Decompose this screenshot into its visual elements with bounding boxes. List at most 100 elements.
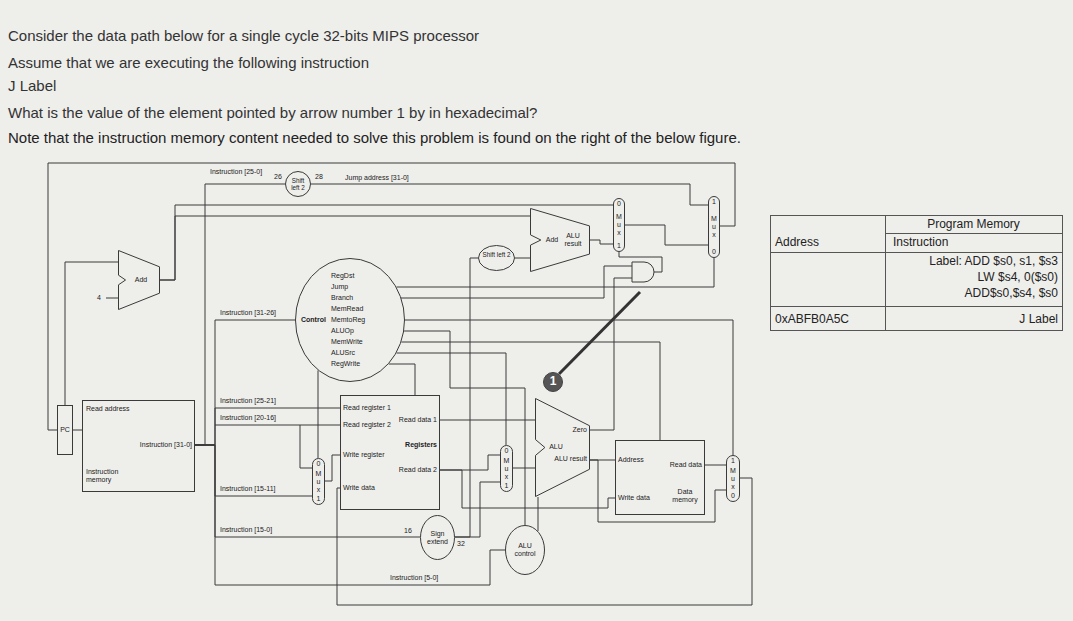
node-outline <box>286 172 311 197</box>
signal-label: 28 <box>315 173 323 181</box>
datapath-wire <box>318 370 319 458</box>
node-text: Registers <box>380 441 437 449</box>
datapath-wire <box>455 258 478 537</box>
datapath-wire <box>590 240 613 244</box>
node-text: Sign extend <box>424 530 451 546</box>
node-text: MemRead <box>331 305 375 313</box>
node-outline <box>544 373 563 392</box>
branch-wire <box>401 266 632 298</box>
node-text: 1 <box>312 495 325 503</box>
signal-label: Instruction [15-0] <box>220 526 272 534</box>
datapath-wire <box>440 470 615 508</box>
node-text: 0 <box>312 460 325 468</box>
signal-label: Jump address [31-0] <box>345 174 409 182</box>
node-outline <box>727 456 740 502</box>
multiplexer: 1M u x0 <box>726 455 740 502</box>
shift-left-circle: Shift left 2 <box>478 245 515 271</box>
signal-label: Instruction [20-16] <box>220 414 276 422</box>
datapath-wire <box>73 430 82 431</box>
node-outline <box>614 199 625 252</box>
node-text: Zero <box>565 426 587 434</box>
callout-number: 1 <box>543 372 563 392</box>
signal-label: Instruction [25-21] <box>220 397 276 405</box>
node-text: Add <box>129 276 153 284</box>
node-text: Shift left 2 <box>482 251 511 258</box>
datapath-wire <box>325 455 340 481</box>
table-cell: Address <box>775 236 819 250</box>
node-outline <box>421 516 455 560</box>
node-text: ALUSrc <box>331 349 375 357</box>
multiplexer: 0M u x1 <box>613 198 625 252</box>
node-text: MemWrite <box>331 338 375 346</box>
datapath-wire <box>705 465 726 466</box>
adder: AddALU result <box>530 208 590 272</box>
and-output-wire <box>619 252 662 272</box>
node-text: Branch <box>331 294 375 302</box>
node-outline <box>58 406 73 455</box>
node-text: Read register 2 <box>343 421 399 429</box>
node-outline <box>313 459 325 505</box>
register-file: Read register 1Read register 2Write regi… <box>340 395 440 510</box>
signal-label: 16 <box>404 527 412 535</box>
node-outline <box>479 246 515 271</box>
node-outline <box>505 525 545 575</box>
node-text: 0 <box>708 248 720 256</box>
table-cell: LW $s4, 0($s0) <box>885 271 1058 285</box>
node-text: Jump <box>331 283 375 291</box>
node-text: RegDst <box>331 272 375 280</box>
question-text: Consider the data path below for a singl… <box>8 27 479 44</box>
signal-label: Instruction [31-26] <box>220 309 276 317</box>
shift-left-circle: Shift left 2 <box>285 171 311 197</box>
datapath-wire <box>389 364 415 395</box>
adder: Add <box>118 250 160 310</box>
datapath-wire <box>48 163 735 430</box>
datapath-wire <box>195 184 285 445</box>
datapath-wire <box>195 320 295 445</box>
node-text: RegWrite <box>331 360 375 368</box>
node-outline <box>709 197 720 258</box>
table-cell: J Label <box>885 313 1058 327</box>
node-text: Control <box>301 316 331 324</box>
datapath-wire <box>195 445 312 496</box>
node-outline <box>506 526 545 575</box>
note-text: Note that the instruction memory content… <box>8 129 741 146</box>
node-outline <box>501 446 513 492</box>
table-border <box>771 216 1063 331</box>
node-outline <box>530 208 590 272</box>
datapath-wire <box>625 225 708 245</box>
node-text: PC <box>57 426 73 434</box>
node-outline <box>420 515 455 560</box>
node-text: Write data <box>343 484 399 492</box>
node-outline <box>616 441 705 515</box>
node-text: ALUOp <box>331 327 375 335</box>
node-text: ALU <box>548 443 564 451</box>
node-text: M u x <box>729 467 737 491</box>
table-cell: Program Memory <box>885 218 1062 232</box>
node-outline <box>615 440 705 515</box>
and-gate <box>632 262 654 282</box>
node-text: M u x <box>710 215 718 239</box>
multiplexer: 0M u x1 <box>312 458 325 505</box>
table-cell: Instruction <box>893 236 948 250</box>
table-cell: ADD$s0,$s4, $s0 <box>885 287 1058 301</box>
zero-wire <box>590 278 632 430</box>
node-text: 1 <box>613 242 625 250</box>
node-text: Write data <box>618 494 658 502</box>
node-text: MemtoReg <box>331 316 375 324</box>
node-text: 1 <box>543 375 563 389</box>
datapath-wire <box>440 420 535 421</box>
question-text: What is the value of the element pointed… <box>8 104 537 121</box>
node-outline <box>531 209 590 272</box>
table-cell: 0xABFB0A5C <box>775 313 849 327</box>
node-text: 0 <box>726 492 740 500</box>
node-text: 1 <box>500 482 513 490</box>
node-text: Instruction memory <box>86 468 136 484</box>
signal-label: Instruction [15-11] <box>220 485 276 493</box>
node-text: Data memory <box>667 488 703 504</box>
node-text: ALU result <box>560 232 586 248</box>
node-outline <box>341 396 440 510</box>
signal-label: Instruction [5-0] <box>390 574 438 582</box>
node-text: M u x <box>615 213 623 237</box>
